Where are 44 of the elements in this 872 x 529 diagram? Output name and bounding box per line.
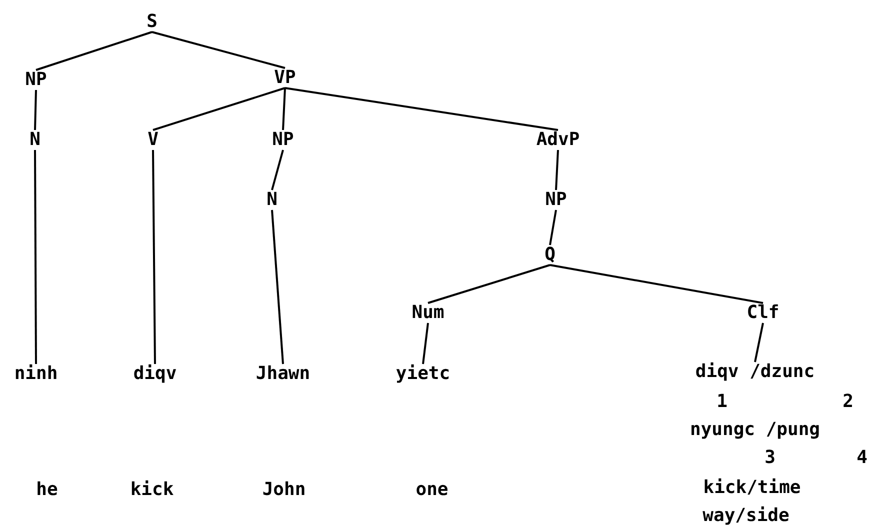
gloss-text: 2 xyxy=(842,392,854,412)
tree-label: Q xyxy=(544,244,556,265)
tree-label: NP xyxy=(545,189,567,210)
tree-branch xyxy=(271,210,284,364)
gloss-text: 3 xyxy=(764,448,776,468)
tree-branch xyxy=(555,150,559,190)
gloss-text: 4 xyxy=(856,448,868,468)
gloss-text: 1 xyxy=(716,392,728,412)
tree-branch xyxy=(34,90,37,130)
tree-label: VP xyxy=(274,67,296,88)
tree-branch xyxy=(428,264,550,304)
tree-label: diqv /dzunc xyxy=(695,361,815,382)
tree-label: diqv xyxy=(133,363,177,384)
gloss-text: way/side xyxy=(702,506,790,526)
tree-branch xyxy=(422,322,429,364)
tree-label: Jhawn xyxy=(256,363,310,384)
tree-label: yietc xyxy=(396,363,450,384)
tree-branch xyxy=(549,210,557,246)
tree-label: Clf xyxy=(746,302,780,323)
tree-branch xyxy=(754,322,764,362)
tree-label: ninh xyxy=(14,363,58,384)
gloss-text: kick/time xyxy=(703,478,801,498)
tree-branch xyxy=(271,150,284,190)
tree-branch xyxy=(152,31,286,69)
tree-label: N xyxy=(266,189,278,210)
tree-branch xyxy=(152,87,286,131)
tree-label: S xyxy=(146,11,158,32)
tree-branch xyxy=(550,264,764,304)
gloss-text: nyungc /pung xyxy=(690,420,820,440)
tree-label: Num xyxy=(412,302,444,323)
tree-branch xyxy=(284,87,558,131)
tree-label: NP xyxy=(25,69,47,90)
tree-label: N xyxy=(30,129,40,150)
tree-label: V xyxy=(148,129,158,150)
gloss-text: John xyxy=(262,480,306,500)
tree-branch xyxy=(152,150,156,364)
gloss-text: one xyxy=(416,480,448,500)
gloss-text: he xyxy=(36,480,58,500)
tree-branch xyxy=(34,150,37,364)
gloss-text: kick xyxy=(130,480,174,500)
tree-branch xyxy=(36,31,152,71)
tree-label: NP xyxy=(272,129,294,150)
tree-branch xyxy=(282,88,286,130)
tree-label: AdvP xyxy=(536,129,580,150)
